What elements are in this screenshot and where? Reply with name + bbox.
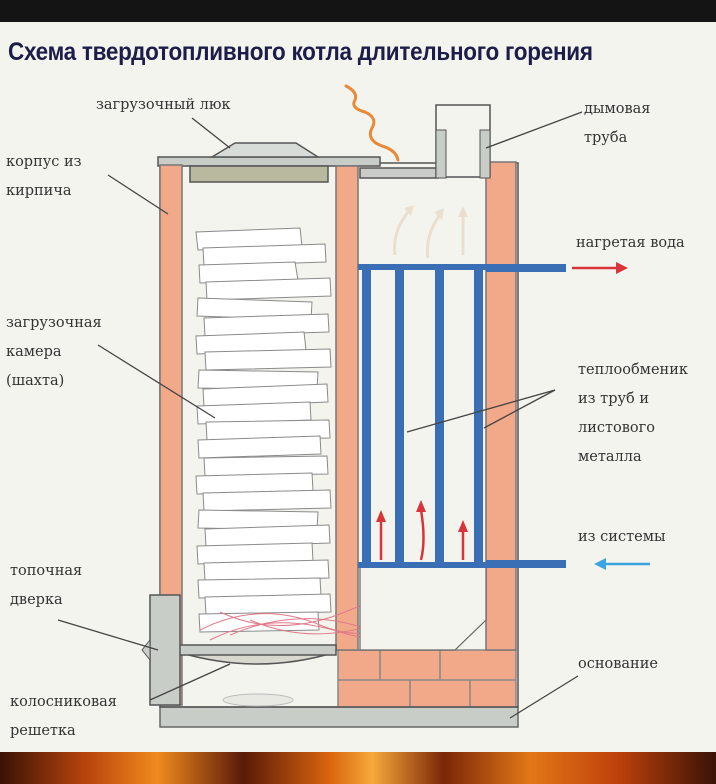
orange-hand-mark xyxy=(344,84,400,162)
leader-heat-exchanger-1 xyxy=(406,389,556,433)
leader-loading-hatch xyxy=(191,117,231,149)
top-dark-band xyxy=(0,0,716,22)
return-water-pipe xyxy=(486,560,566,568)
hot-water-pipe xyxy=(486,264,566,272)
leader-heat-exchanger-2 xyxy=(483,389,556,429)
label-base: основание xyxy=(578,656,658,672)
label-brick-body: корпус из кирпича xyxy=(6,154,82,199)
exchanger-tubes xyxy=(362,266,483,566)
loading-hatch-cover xyxy=(209,142,321,158)
fire-photo-band xyxy=(0,752,716,784)
firebox-door xyxy=(149,594,181,706)
firewood-stack xyxy=(195,227,332,633)
label-grate: колосниковая решетка xyxy=(10,694,117,739)
hot-gas-arrows xyxy=(379,509,465,561)
diagram-title: Схема твердотопливного котла длительного… xyxy=(8,38,593,66)
leader-chimney xyxy=(485,111,583,149)
hot-water-arrow-head xyxy=(616,262,628,274)
loading-hatch-plate xyxy=(189,165,329,183)
leader-loading-chamber xyxy=(97,344,216,419)
base-plate xyxy=(159,706,519,728)
leader-base xyxy=(509,675,579,719)
label-firebox-door: топочная дверка xyxy=(10,563,83,608)
label-hot-water: нагретая вода xyxy=(576,235,685,251)
leader-brick-body xyxy=(107,174,169,215)
label-from-system: из системы xyxy=(578,529,666,545)
cold-water-arrow-head xyxy=(594,558,606,570)
top-rail-right xyxy=(359,167,439,179)
brick-wall-middle xyxy=(335,165,359,651)
exchanger-manifold-top xyxy=(358,264,486,270)
chimney-wall-right xyxy=(479,129,491,179)
leader-grate xyxy=(149,663,231,701)
combustion-funnel xyxy=(359,565,487,651)
brick-wall-right xyxy=(485,161,517,651)
leader-firebox-door xyxy=(57,619,159,651)
top-rail xyxy=(157,156,381,167)
brick-base xyxy=(337,649,517,708)
chimney-wall-left xyxy=(435,129,447,179)
label-loading-chamber: загрузочная камера (шахта) xyxy=(6,315,102,389)
door-hinge xyxy=(141,638,151,662)
grate-bar xyxy=(159,644,337,656)
label-loading-hatch: загрузочный люк xyxy=(96,97,231,113)
boiler-diagram xyxy=(57,84,650,728)
exchanger-manifold-bottom xyxy=(358,562,486,568)
smoke-arrows xyxy=(393,208,465,259)
ash-pile xyxy=(222,693,294,707)
label-heat-exchanger: теплообменик из труб и листового металла xyxy=(578,362,688,465)
label-chimney: дымовая труба xyxy=(584,101,651,146)
